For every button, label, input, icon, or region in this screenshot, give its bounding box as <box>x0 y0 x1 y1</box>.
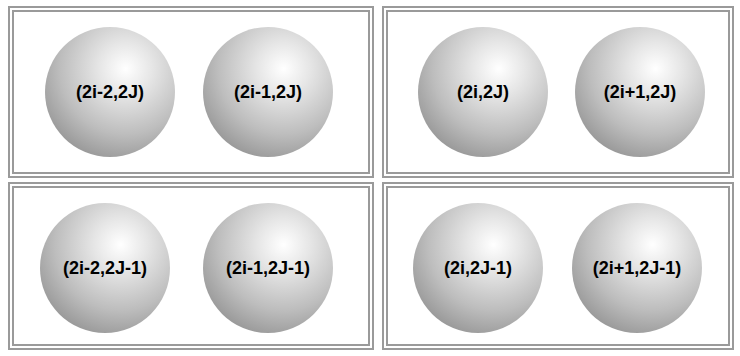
sphere-label: (2i,2J-1) <box>444 258 512 279</box>
particle-sphere: (2i-1,2J) <box>203 27 333 157</box>
particle-sphere: (2i-2,2J-1) <box>40 203 170 333</box>
grid-panel: (2i-2,2J) (2i-1,2J) <box>8 6 374 178</box>
particle-sphere: (2i+1,2J-1) <box>572 203 702 333</box>
grid-panel: (2i,2J) (2i+1,2J) <box>382 6 734 178</box>
sphere-label: (2i-2,2J) <box>76 82 144 103</box>
grid-panel: (2i-2,2J-1) (2i-1,2J-1) <box>8 182 374 350</box>
particle-sphere: (2i,2J-1) <box>413 203 543 333</box>
sphere-label: (2i-1,2J-1) <box>226 258 310 279</box>
particle-sphere: (2i+1,2J) <box>575 27 705 157</box>
particle-sphere: (2i-1,2J-1) <box>203 203 333 333</box>
particle-sphere: (2i-2,2J) <box>45 27 175 157</box>
sphere-label: (2i-2,2J-1) <box>63 258 147 279</box>
particle-sphere: (2i,2J) <box>418 27 548 157</box>
sphere-label: (2i,2J) <box>457 82 509 103</box>
sphere-label: (2i+1,2J) <box>604 82 677 103</box>
grid-panel: (2i,2J-1) (2i+1,2J-1) <box>382 182 734 350</box>
sphere-label: (2i+1,2J-1) <box>593 258 682 279</box>
sphere-label: (2i-1,2J) <box>234 82 302 103</box>
